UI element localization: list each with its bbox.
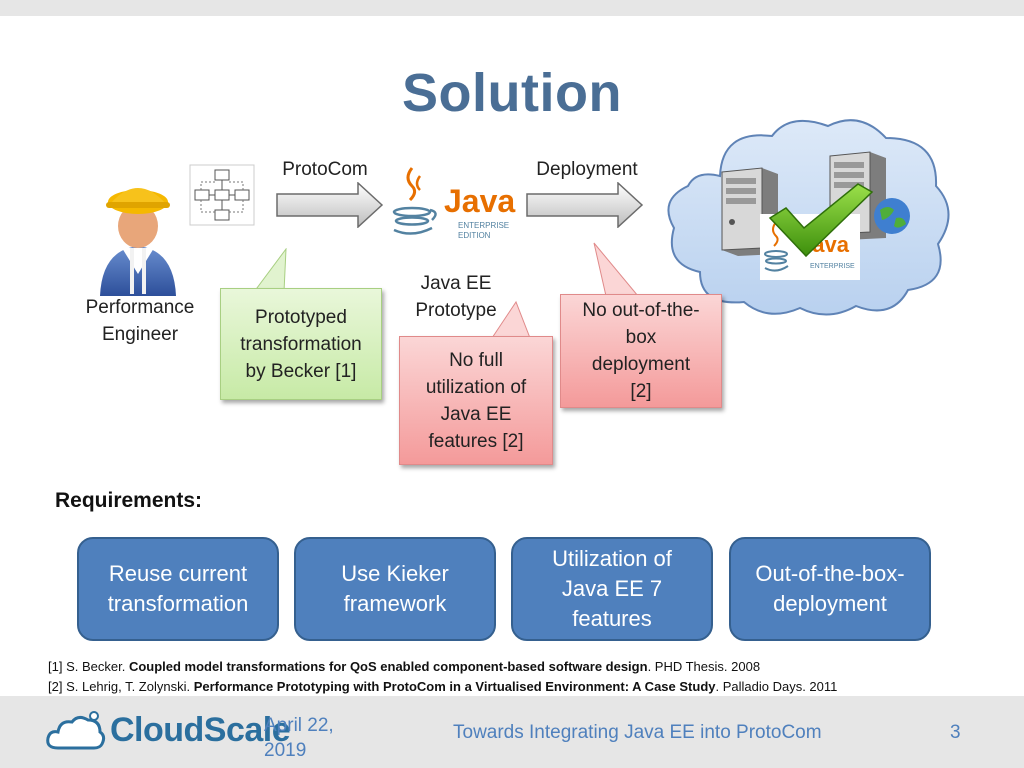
reference-2: [2] S. Lehrig, T. Zolynski. Performance … (48, 679, 838, 694)
cloudscale-logo-icon (46, 711, 106, 750)
callout-tail (593, 242, 640, 297)
prototype-label: Java EE Prototype (415, 273, 497, 321)
deployment-arrow-icon (526, 182, 644, 228)
protocom-label: ProtoCom (282, 159, 368, 180)
requirement-box-reuse: Reuse current transformation (77, 537, 279, 641)
globe-icon (874, 198, 910, 234)
svg-text:ENTERPRISE: ENTERPRISE (810, 263, 855, 270)
model-diagram-icon (189, 164, 255, 226)
callout-tail (491, 300, 531, 339)
requirement-box-kieker: Use Kieker framework (294, 537, 496, 641)
java-ee-logo-icon: Java ENTERPRISE EDITION (392, 167, 515, 240)
footer-title: Towards Integrating Java EE into ProtoCo… (453, 722, 822, 743)
engineer-label: Performance Engineer (85, 297, 195, 345)
page-number: 3 (950, 722, 961, 743)
cloudscale-logo-text: CloudScale (110, 711, 291, 749)
checkmark-icon (768, 183, 874, 258)
requirement-box-deployment: Out-of-the-box- deployment (729, 537, 931, 641)
svg-text:ENTERPRISE: ENTERPRISE (458, 221, 509, 230)
engineer-icon (100, 188, 176, 296)
deployment-label: Deployment (536, 159, 638, 180)
callout-no-full-utilization: No full utilization of Java EE features … (399, 336, 553, 465)
callout-prototyped-transformation: Prototyped transformation by Becker [1] (220, 288, 382, 400)
reference-1: [1] S. Becker. Coupled model transformat… (48, 659, 761, 674)
footer-date: April 22, 2019 (264, 715, 334, 761)
footer-bar (0, 696, 1024, 768)
references: [1] S. Becker. Coupled model transformat… (48, 657, 837, 697)
protocom-arrow-icon (276, 182, 384, 228)
requirement-box-javaee7: Utilization of Java EE 7 features (511, 537, 713, 641)
svg-text:Java: Java (444, 183, 515, 219)
requirements-heading: Requirements: (55, 489, 203, 512)
callout-no-out-of-the-box: No out-of-the- box deployment [2] (560, 294, 722, 408)
slide-title: Solution (402, 63, 622, 123)
svg-text:EDITION: EDITION (458, 231, 491, 240)
